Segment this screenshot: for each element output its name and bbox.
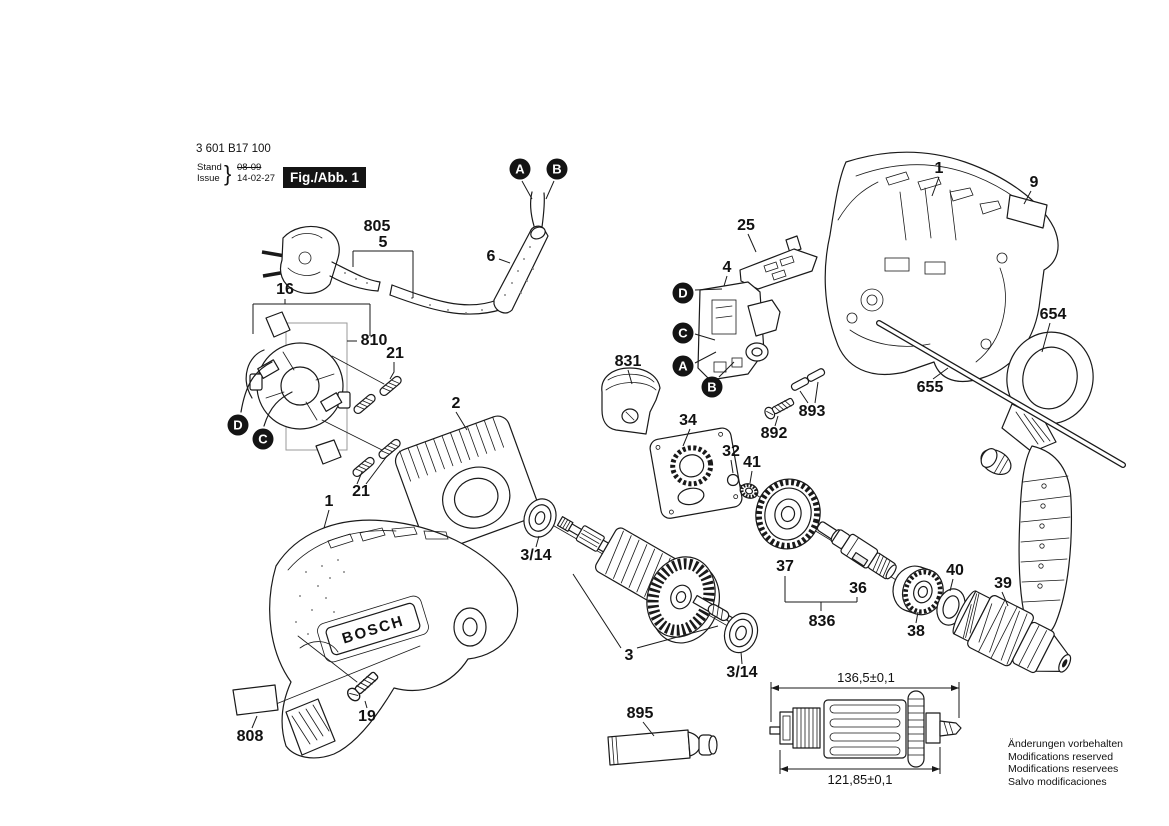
callout-19-30: 19 — [358, 708, 376, 725]
dimension-bottom-text: 121,85±0,1 — [828, 772, 893, 787]
callout-895-32: 895 — [626, 705, 654, 722]
bearing-plate-drawing — [649, 427, 743, 519]
issue-label: Issue — [197, 172, 220, 184]
ratchet-drawing — [892, 565, 944, 616]
ring-gear-drawing — [739, 483, 759, 499]
depth-rod-drawing — [876, 320, 1126, 468]
callout-21-5: 21 — [386, 345, 404, 362]
callout-25-8: 25 — [737, 217, 755, 234]
callout-3-14-22: 3/14 — [726, 664, 758, 681]
callout-836-25: 836 — [808, 613, 836, 630]
legal-line-en: Modifications reserved — [1008, 750, 1114, 763]
callout-36-24: 36 — [849, 580, 867, 597]
housing-left-drawing: BOSCH — [269, 519, 519, 759]
callout-34-11: 34 — [679, 412, 697, 429]
callout-16-3: 16 — [276, 281, 294, 298]
callout-41-13: 41 — [743, 454, 761, 471]
connector-marker-D-4: D — [672, 282, 694, 304]
callout-655-19: 655 — [916, 379, 944, 396]
connector-marker-B-1: B — [546, 158, 568, 180]
connector-marker-A-6: A — [672, 355, 694, 377]
cord-sleeve-drawing — [493, 191, 549, 314]
callout-4-9: 4 — [722, 259, 732, 276]
sticker-808-drawing — [232, 684, 279, 716]
callout-6-2: 6 — [486, 248, 496, 265]
callout-1-29: 1 — [324, 493, 334, 510]
callout-654-18: 654 — [1039, 306, 1067, 323]
figure-label-box: Fig./Abb. 1 — [283, 167, 366, 188]
callout-40-27: 40 — [946, 562, 964, 579]
dimension-drawing: 136,5±0,1 121,85±0,1 — [769, 670, 962, 787]
callout-37-23: 37 — [776, 558, 794, 575]
bearing-rear-drawing — [723, 612, 759, 654]
callout-831-10: 831 — [614, 353, 642, 370]
callout-808-31: 808 — [236, 728, 264, 745]
callout-21-6: 21 — [352, 483, 370, 500]
connector-marker-C-3: C — [252, 428, 274, 450]
spindle-drawing — [816, 521, 897, 580]
ball-drawing — [726, 473, 740, 487]
screw-892-drawing — [762, 394, 797, 422]
brush-holder-drawing — [240, 311, 385, 465]
slider-plate-drawing — [739, 235, 818, 290]
part-893-drawing — [790, 368, 826, 391]
callout-32-12: 32 — [722, 443, 740, 460]
callout-39-28: 39 — [994, 575, 1012, 592]
callout-892-14: 892 — [760, 425, 788, 442]
brace-glyph: } — [224, 161, 232, 186]
grease-tube-drawing — [607, 729, 718, 766]
type-number: 3 601 B17 100 — [196, 143, 271, 155]
bearing-front-drawing — [523, 498, 557, 538]
callout-38-26: 38 — [907, 623, 925, 640]
connector-marker-C-5: C — [672, 322, 694, 344]
callout-5-1: 5 — [378, 234, 388, 251]
callout-9-17: 9 — [1029, 174, 1039, 191]
connector-marker-B-7: B — [701, 376, 723, 398]
new-date: 14-02-27 — [237, 172, 276, 184]
stand-label: Stand — [197, 162, 222, 173]
callout-2-7: 2 — [451, 395, 461, 412]
old-date: 08-09 — [237, 162, 262, 173]
cover-drawing — [601, 367, 661, 435]
callout-805-0: 805 — [363, 218, 391, 235]
legal-line-de: Änderungen vorbehalten — [1008, 738, 1124, 750]
callout-810-4: 810 — [360, 332, 388, 349]
connector-marker-D-2: D — [227, 414, 249, 436]
callout-1-16: 1 — [934, 160, 944, 177]
dimension-top-text: 136,5±0,1 — [837, 670, 895, 685]
chuck-drawing — [952, 590, 1072, 674]
figure-label: Fig./Abb. 1 — [290, 170, 359, 185]
gear-drawing — [755, 478, 821, 550]
legal-line-fr: Modifications reservees — [1008, 763, 1119, 775]
revision-dates: 08-09 14-02-27 — [237, 162, 276, 184]
aux-handle-drawing — [980, 331, 1094, 638]
power-cord-drawing — [261, 225, 504, 315]
callout-893-15: 893 — [798, 403, 826, 420]
sticker-9-drawing — [1006, 194, 1048, 229]
callout-3-21: 3 — [624, 647, 634, 664]
legal-line-es: Salvo modificaciones — [1008, 775, 1107, 788]
connector-marker-A-0: A — [509, 158, 531, 180]
stand-issue-labels: Stand Issue — [197, 162, 222, 184]
leader-lines — [251, 176, 1051, 737]
callout-3-14-20: 3/14 — [520, 547, 552, 564]
switch-drawing — [697, 281, 781, 381]
legal-note: Änderungen vorbehalten Modifications res… — [1008, 738, 1123, 788]
